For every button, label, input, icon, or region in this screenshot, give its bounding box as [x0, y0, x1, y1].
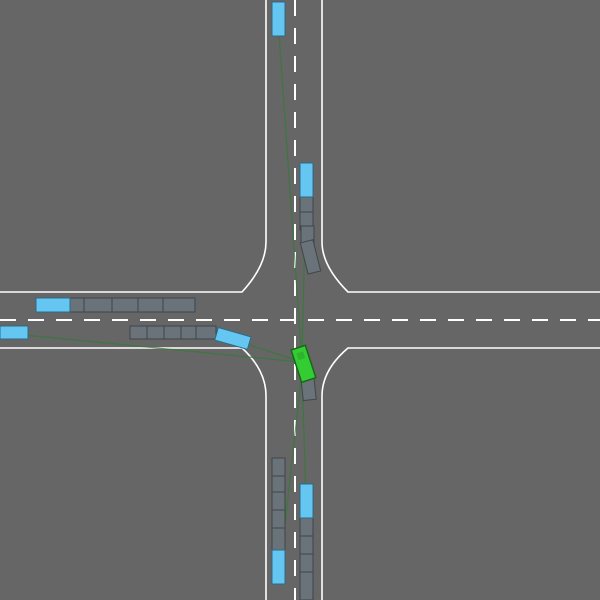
- vehicle-south-left: [271, 549, 286, 585]
- trajectory-north: [277, 19, 303, 363]
- history-car: [299, 515, 314, 539]
- vehicle-north-top: [271, 1, 286, 37]
- trajectory-west: [13, 333, 301, 363]
- history-car: [83, 297, 117, 313]
- history-car: [271, 457, 286, 479]
- history-car: [299, 239, 322, 275]
- edge-south-east: [321, 347, 600, 600]
- history-car: [271, 527, 286, 551]
- vehicle-west-lower: [0, 325, 29, 340]
- edge-north-east: [321, 0, 600, 293]
- vehicle-south-right: [299, 483, 314, 519]
- vehicle-history: [67, 196, 322, 600]
- history-car: [299, 571, 314, 600]
- edge-north-west: [0, 0, 267, 293]
- history-car: [271, 491, 286, 511]
- vehicle-west-turning: [214, 326, 252, 351]
- vehicle-north-lane: [299, 162, 314, 198]
- history-car: [162, 297, 196, 313]
- history-car: [271, 509, 286, 529]
- history-car: [299, 553, 314, 575]
- active-vehicles: [0, 1, 314, 585]
- history-car: [195, 325, 217, 340]
- ego-vehicle: [290, 344, 317, 384]
- history-car: [271, 475, 286, 495]
- ego-windshield: [296, 351, 306, 361]
- history-car: [299, 535, 314, 557]
- vehicle-west-upper: [35, 297, 71, 313]
